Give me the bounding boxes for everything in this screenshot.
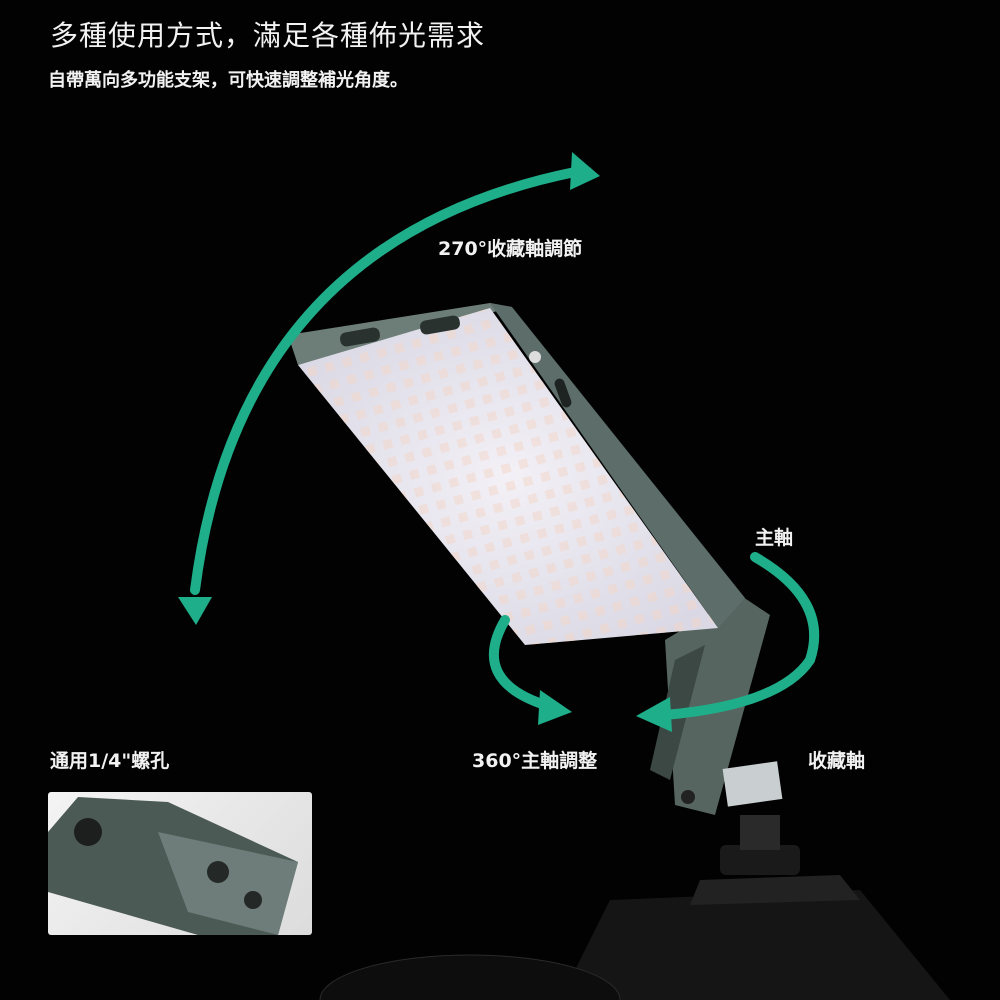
label-270-rotation: 270°收藏軸調節 — [438, 238, 583, 260]
label-360-rotation: 360°主軸調整 — [472, 750, 598, 772]
label-main-axis: 主軸 — [755, 527, 794, 549]
arc-arrow-270 — [190, 167, 580, 595]
arrow-head-right — [538, 690, 572, 725]
label-screw-hole: 通用1/4"螺孔 — [50, 750, 170, 772]
page-subtitle: 自帶萬向多功能支架，可快速調整補光角度。 — [48, 70, 408, 91]
arrow-head-left — [636, 697, 672, 732]
screw-hole-closeup — [48, 792, 312, 935]
page-title: 多種使用方式，滿足各種佈光需求 — [50, 19, 486, 52]
arc-arrow-main-back — [660, 552, 820, 720]
label-fold-axis: 收藏軸 — [808, 750, 866, 772]
camera-body — [319, 815, 950, 1000]
arrowheads — [178, 152, 672, 732]
arrow-head-up-right — [570, 152, 600, 190]
rotation-arrows — [190, 167, 820, 720]
led-light-panel — [288, 303, 745, 645]
arrow-head-down — [178, 597, 212, 625]
arc-arrow-main-front — [488, 615, 550, 710]
screw-hole-photo — [48, 797, 298, 935]
